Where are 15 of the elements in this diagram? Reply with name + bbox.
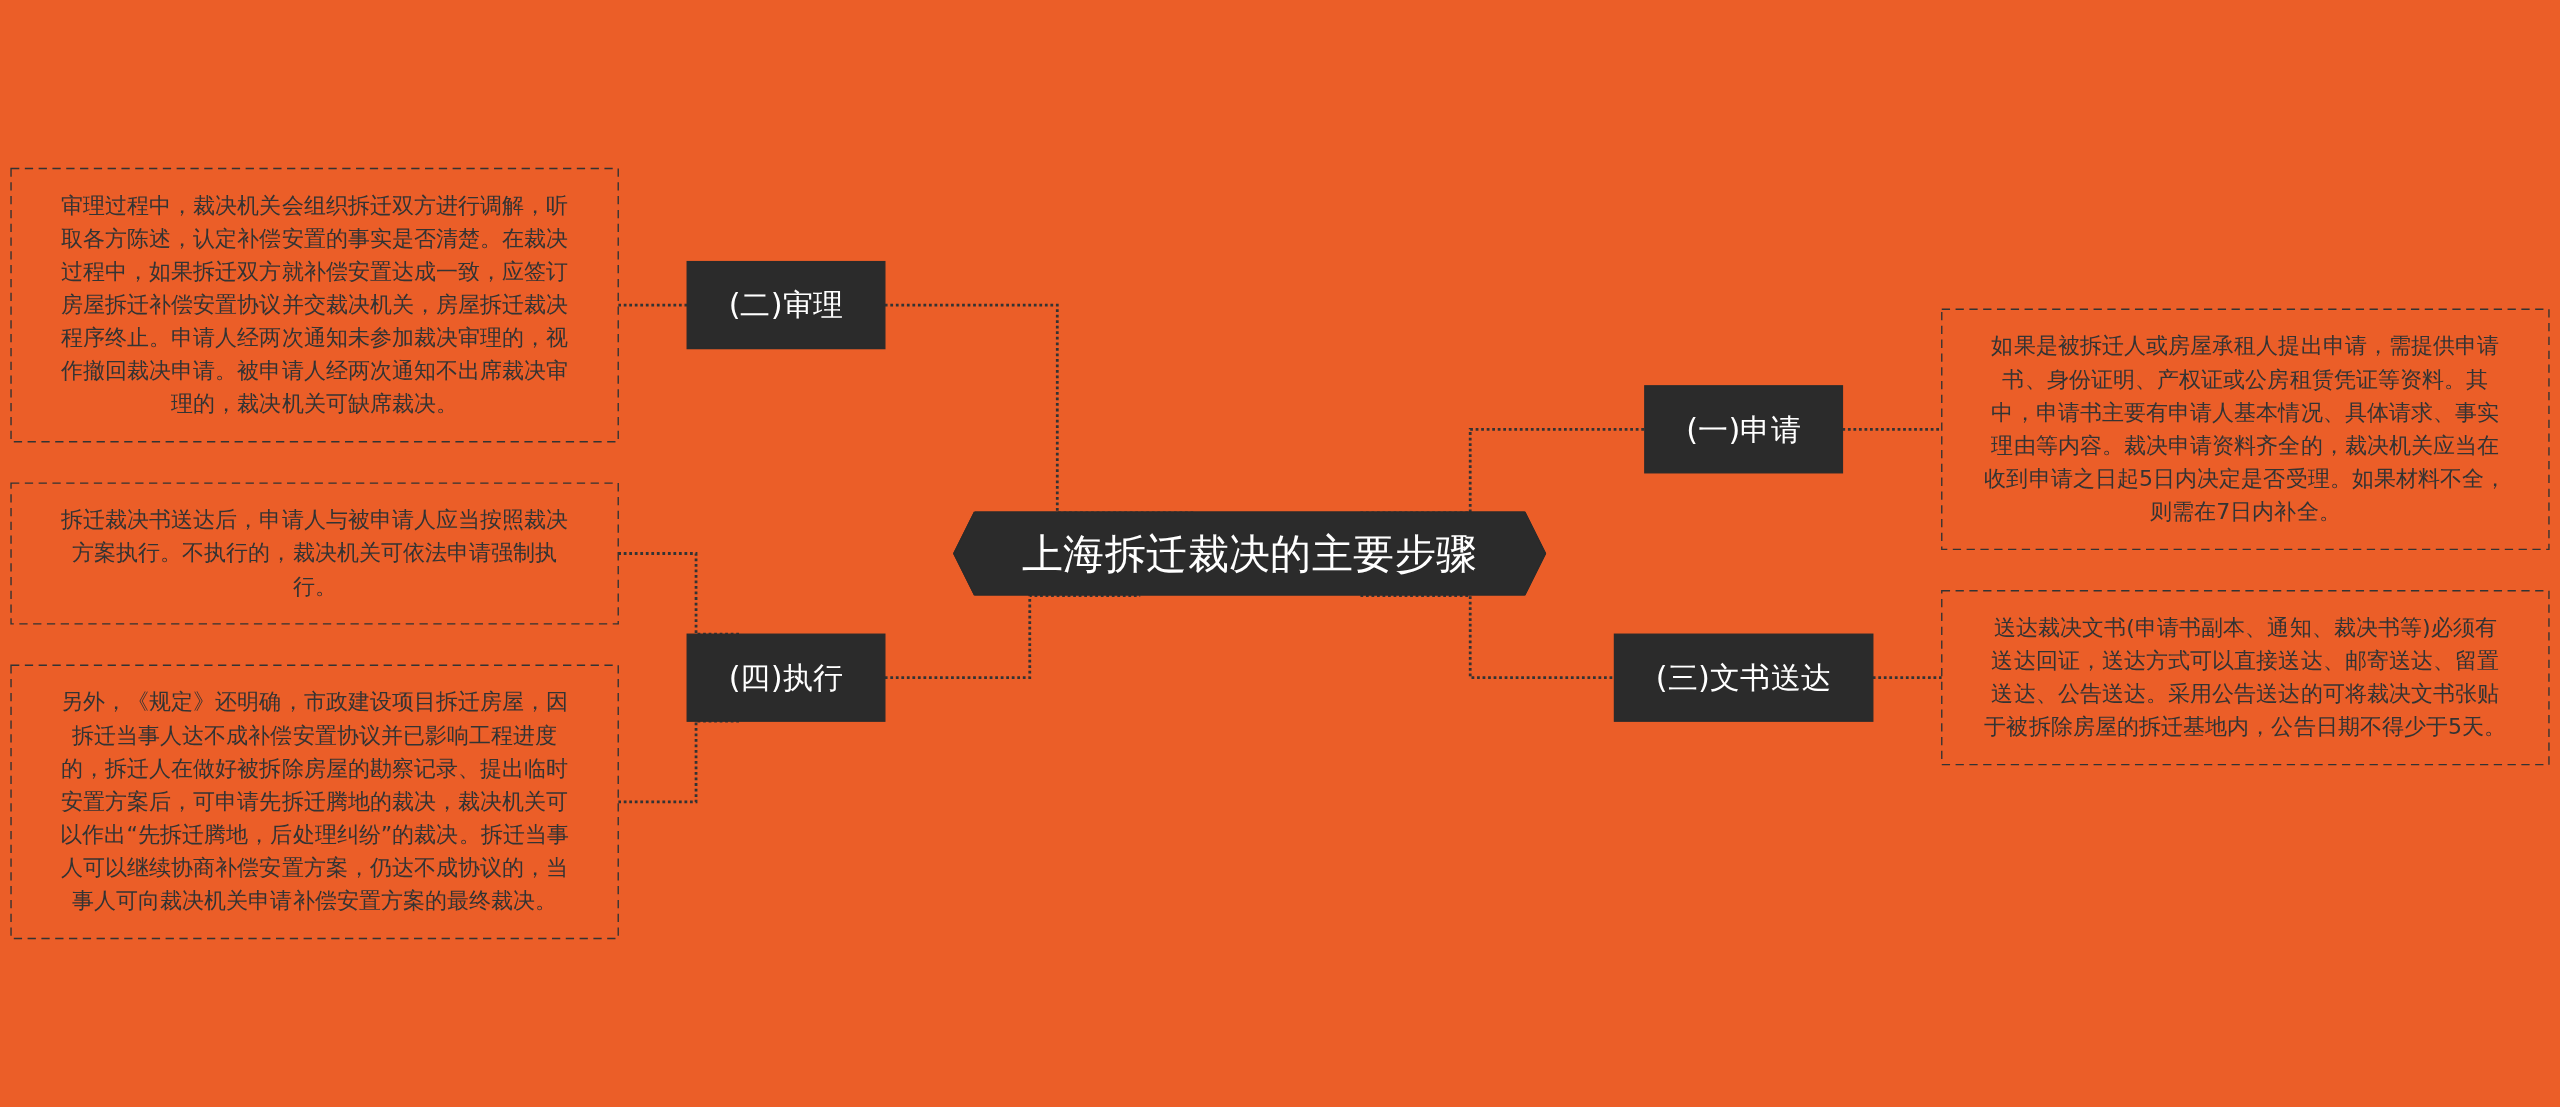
node-box: (一)申请	[1644, 385, 1844, 474]
connector	[1872, 676, 1942, 680]
connector	[618, 303, 688, 307]
connector	[1842, 427, 1942, 431]
node-box: 送达裁决文书(申请书副本、通知、裁决书等)必须有送达回证，送达方式可以直接送达、邮寄送达、留置送达、公告送达。采用公告送达的可将裁决文书张贴于被拆除房屋的拆迁基地内，公告日期不得少于5天。	[1941, 590, 2550, 766]
node-box: (四)执行	[686, 633, 886, 722]
connector	[1360, 594, 1615, 680]
node-box: 拆迁裁决书送达后，申请人与被申请人应当按照裁决方案执行。不执行的，裁决机关可依法申请强制执行。	[10, 482, 619, 625]
node-box: 如果是被拆迁人或房屋承租人提出申请，需提供申请书、身份证明、产权证或公房租赁凭证等资料。其中，申请书主要有申请人基本情况、具体请求、事实理由等内容。裁决申请资料齐全的，裁决机关应当在收到申请之日起5日内决定是否受理。如果材料不全，则需在7日内补全。	[1941, 308, 2550, 551]
connector	[618, 552, 740, 636]
node-box: (三)文书送达	[1613, 633, 1874, 722]
node-box: 另外，《规定》还明确，市政建设项目拆迁房屋，因拆迁当事人达不成补偿安置协议并已影响工程进度的，拆迁人在做好被拆除房屋的勘察记录、提出临时安置方案后，可申请先拆迁腾地的裁决，裁决机关可以作出“先拆迁腾地，后处理纠纷”的裁决。拆迁当事人可以继续协商补偿安置方案，仍达不成协议的，当事人可向裁决机关申请补偿安置方案的最终裁决。	[10, 664, 619, 940]
node-box: 审理过程中，裁决机关会组织拆迁双方进行调解，听取各方陈述，认定补偿安置的事实是否清楚。在裁决过程中，如果拆迁双方就补偿安置达成一致，应签订房屋拆迁补偿安置协议并交裁决机关，房屋拆迁裁决程序终止。申请人经两次通知未参加裁决审理的，视作撤回裁决申请。被申请人经两次通知不出席裁决审理的，裁决机关可缺席裁决。	[10, 167, 619, 443]
node-box: (二)审理	[686, 260, 886, 350]
connector	[884, 594, 1141, 680]
